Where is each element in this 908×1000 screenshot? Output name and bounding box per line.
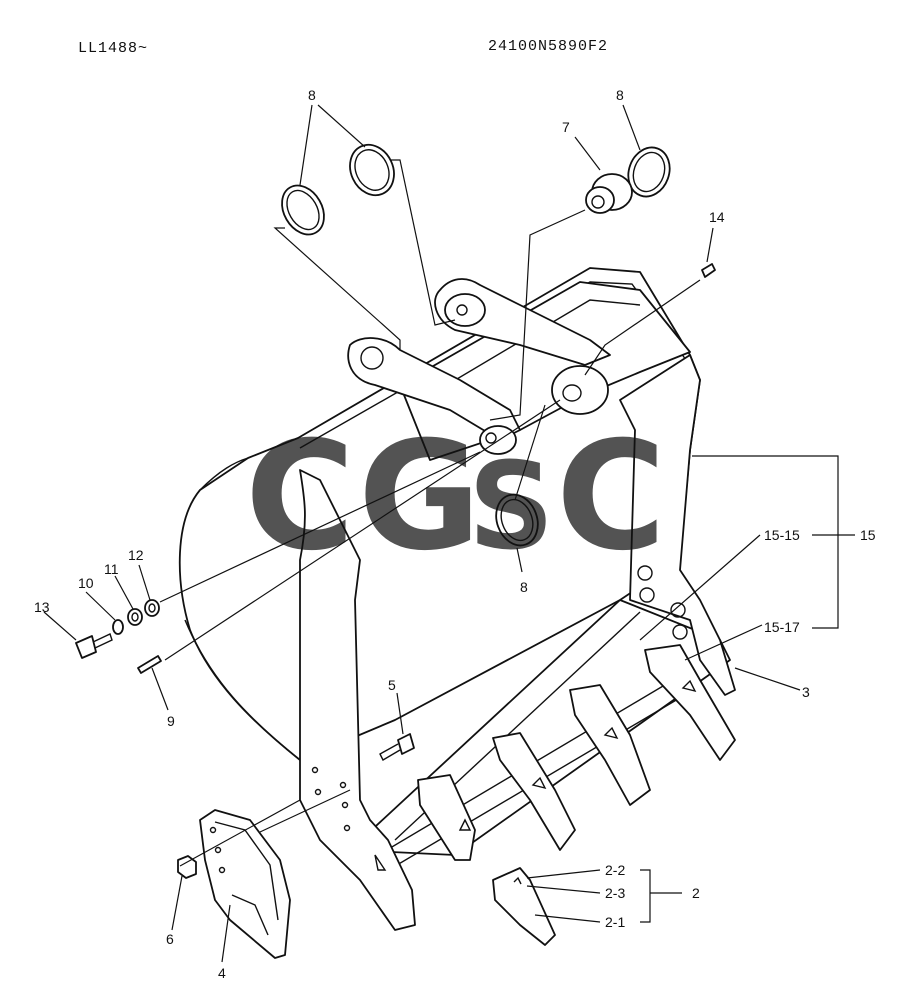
bolt-13 [75,633,113,659]
callout-7: 7 [562,119,570,135]
callout-3: 3 [802,684,810,700]
tooth-1 [417,774,476,861]
callout-labels: 8 8 8 7 14 15 15-15 15-17 13 10 11 12 9 … [34,87,876,981]
tooth-4 [644,644,736,761]
tooth-2 [492,732,576,851]
callout-15-15: 15-15 [764,527,800,543]
washer-12 [144,599,160,617]
nut-6 [177,855,197,879]
bucket-teeth [417,644,736,861]
callout-2-2: 2-2 [605,862,625,878]
bolt-5 [379,733,415,761]
right-side-plate [619,354,736,696]
pin-9 [137,655,162,674]
leader-lines [43,104,855,963]
callout-12: 12 [128,547,144,563]
washer-10 [112,619,124,635]
seal-ring-left-a [281,184,325,236]
tooth-point-2 [492,867,556,946]
callout-8-bottom: 8 [520,579,528,595]
callout-10: 10 [78,575,94,591]
watermark-letter-4: C [556,410,666,584]
watermark-letter-1: C [245,410,355,584]
right-bracket [434,278,611,415]
watermark-letter-3: S [468,438,554,577]
callout-5: 5 [388,677,396,693]
callout-8-top-right: 8 [616,87,624,103]
callout-2-1: 2-1 [605,914,625,930]
callout-6: 6 [166,931,174,947]
seal-ring-bottom [495,493,539,547]
callout-4: 4 [218,965,226,981]
watermark-logo: C G S C [245,410,666,584]
callout-15-17: 15-17 [764,619,800,635]
watermark-letter-2: G [358,410,481,584]
callout-11: 11 [104,561,119,577]
callout-15: 15 [860,527,876,543]
serial-range-label: LL1488~ [78,40,149,57]
callout-2-3: 2-3 [605,885,625,901]
callout-8-top-left: 8 [308,87,316,103]
side-cutter-4 [199,809,291,959]
callout-9: 9 [167,713,175,729]
part-number-label: 24100N5890F2 [488,38,609,55]
callout-13: 13 [34,599,50,615]
callout-2: 2 [692,885,700,901]
roll-pin [701,263,716,278]
seal-ring-right [627,146,671,198]
washer-11 [127,608,143,626]
seal-ring-left-b [349,143,395,197]
callout-14: 14 [709,209,725,225]
tooth-3 [569,684,651,806]
bushing [585,173,633,214]
